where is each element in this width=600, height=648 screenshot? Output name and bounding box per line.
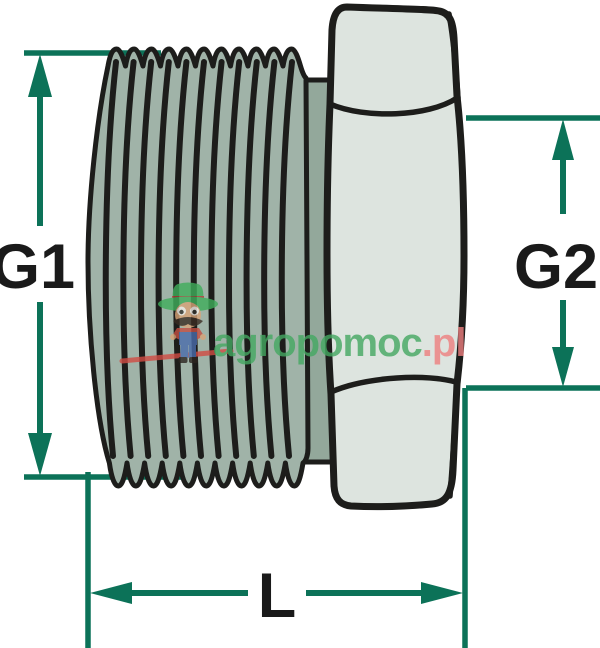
dimension-label-length: L — [258, 561, 296, 631]
arrow-down-icon — [552, 347, 574, 387]
thread-lines — [102, 59, 295, 459]
thread-line — [243, 59, 260, 459]
arrow-up-icon — [28, 54, 52, 97]
dimension-arrows — [28, 54, 574, 604]
hex-facet-lines — [327, 11, 461, 499]
thread-line — [190, 59, 207, 459]
hex-lower-facet-line — [328, 374, 459, 395]
dimension-labels: G1 G2 L — [0, 232, 598, 631]
hex-bottom-right-chamfer-line — [447, 381, 460, 499]
mascot-overalls — [179, 332, 197, 345]
mascot-right-hand — [200, 334, 206, 340]
brand-text-green: agropomoc — [213, 321, 423, 365]
hex-top-right-chamfer-line — [446, 11, 461, 101]
dimension-label-g2: G2 — [514, 232, 598, 302]
mascot-left-hand — [170, 334, 176, 340]
red-underline-swoosh — [119, 348, 234, 364]
thread-line — [137, 59, 155, 459]
watermark-logo: agropomoc.pl — [119, 282, 466, 365]
hex-upper-facet-line — [327, 95, 460, 117]
thread-line — [278, 59, 295, 459]
dimension-lines — [37, 90, 566, 596]
thread-line — [261, 59, 278, 459]
arrow-down-icon — [28, 433, 52, 476]
thread-line — [120, 59, 137, 459]
dimension-label-g1: G1 — [0, 232, 75, 302]
extension-lines — [24, 50, 600, 648]
arrow-right-icon — [421, 582, 463, 604]
mascot-right-pupil — [192, 309, 197, 315]
watermark-brand-text: agropomoc.pl — [213, 321, 465, 365]
mascot-left-boot — [178, 357, 188, 363]
hex-head — [323, 3, 468, 511]
thread-line — [102, 59, 119, 459]
mascot-left-leg — [180, 344, 188, 358]
mascot-right-leg — [188, 344, 196, 358]
thread-line — [173, 59, 190, 459]
mascot-right-boot — [189, 357, 198, 363]
fitting-illustration — [85, 3, 468, 511]
arrow-left-icon — [90, 582, 132, 604]
thread-line — [208, 59, 225, 459]
farmer-mascot-icon — [158, 282, 218, 363]
arrow-up-icon — [552, 119, 574, 160]
mascot-left-pupil — [179, 309, 184, 315]
thread-line — [225, 59, 243, 459]
thread-line — [155, 59, 172, 459]
brand-text-red: .pl — [422, 321, 466, 365]
mascot-mustache — [173, 317, 203, 326]
